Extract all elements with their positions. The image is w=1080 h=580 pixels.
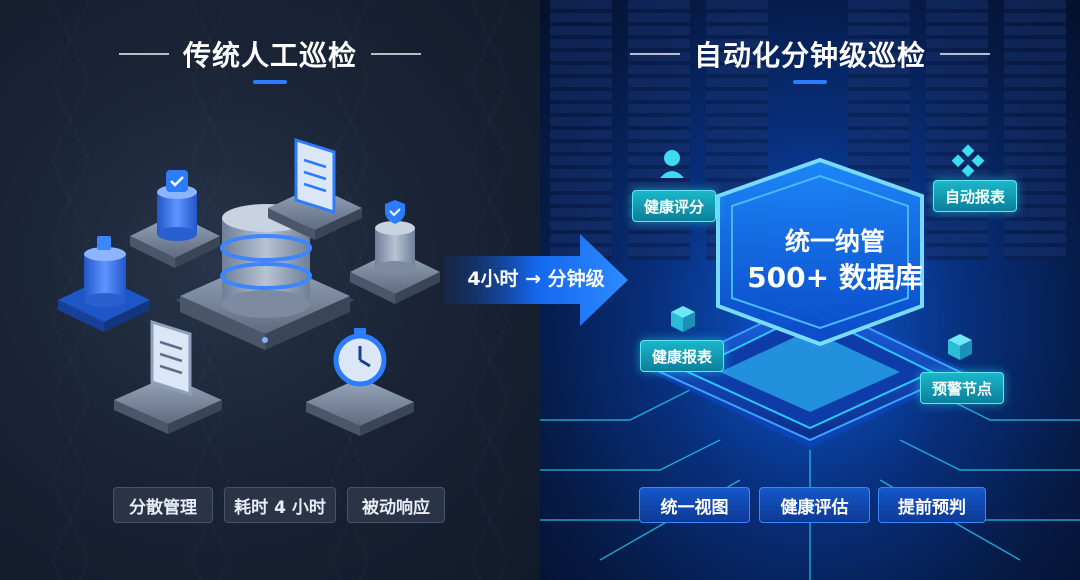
server-rack [926,0,988,260]
checked-database-icon [130,170,220,268]
tag-4-hours: 耗时 4 小时 [224,487,336,523]
diamond-cluster-icon [951,144,985,178]
unified-platform-illustration [540,144,1080,580]
automated-panel: 健康评分 自动报表 健康报表 预警节点 统一视图 健康评估 提前预判 [540,0,1080,580]
title-rule [118,53,169,55]
automated-title: 自动化分钟级巡检 [540,34,1080,74]
shield-database-icon [350,200,440,304]
title-accent-bar [253,80,287,84]
stopwatch-icon [306,328,414,436]
title-rule [629,53,680,55]
tag-scattered-management: 分散管理 [113,487,213,523]
title-rule [940,53,990,55]
manual-inspection-illustration [58,137,440,436]
base-platform [650,296,970,448]
hex-line-1: 统一纳管 [784,227,885,256]
traditional-title: 传统人工巡检 [0,34,540,74]
title-accent-bar [793,80,827,84]
blue-database-icon [58,236,150,332]
clipboard-icon [268,137,362,240]
tag-unified-view: 统一视图 [639,487,750,523]
callout-health-report: 健康报表 [640,340,724,372]
server-rack [550,0,612,260]
tag-passive-response: 被动响应 [347,487,445,523]
person-icon [660,150,684,178]
checklist-icon [114,319,222,434]
traditional-title-text: 传统人工巡检 [182,39,357,72]
callout-warning-node: 预警节点 [920,372,1004,404]
server-rack [1004,0,1066,260]
cube-icon [671,306,695,332]
tag-early-prediction: 提前预判 [878,487,986,523]
tag-health-assessment: 健康评估 [759,487,870,523]
hex-line-2: 500+ 数据库 [747,261,923,294]
automated-title-text: 自动化分钟级巡检 [693,39,926,72]
arrow-label: 4小时 → 分钟级 [467,268,605,290]
callout-health-score: 健康评分 [632,190,716,222]
node-cube-icon [948,334,972,360]
center-hexagon [716,157,924,347]
title-rule [371,53,421,55]
callout-auto-report: 自动报表 [933,180,1017,212]
transition-arrow-icon [444,234,628,326]
central-database-icon [220,204,312,318]
